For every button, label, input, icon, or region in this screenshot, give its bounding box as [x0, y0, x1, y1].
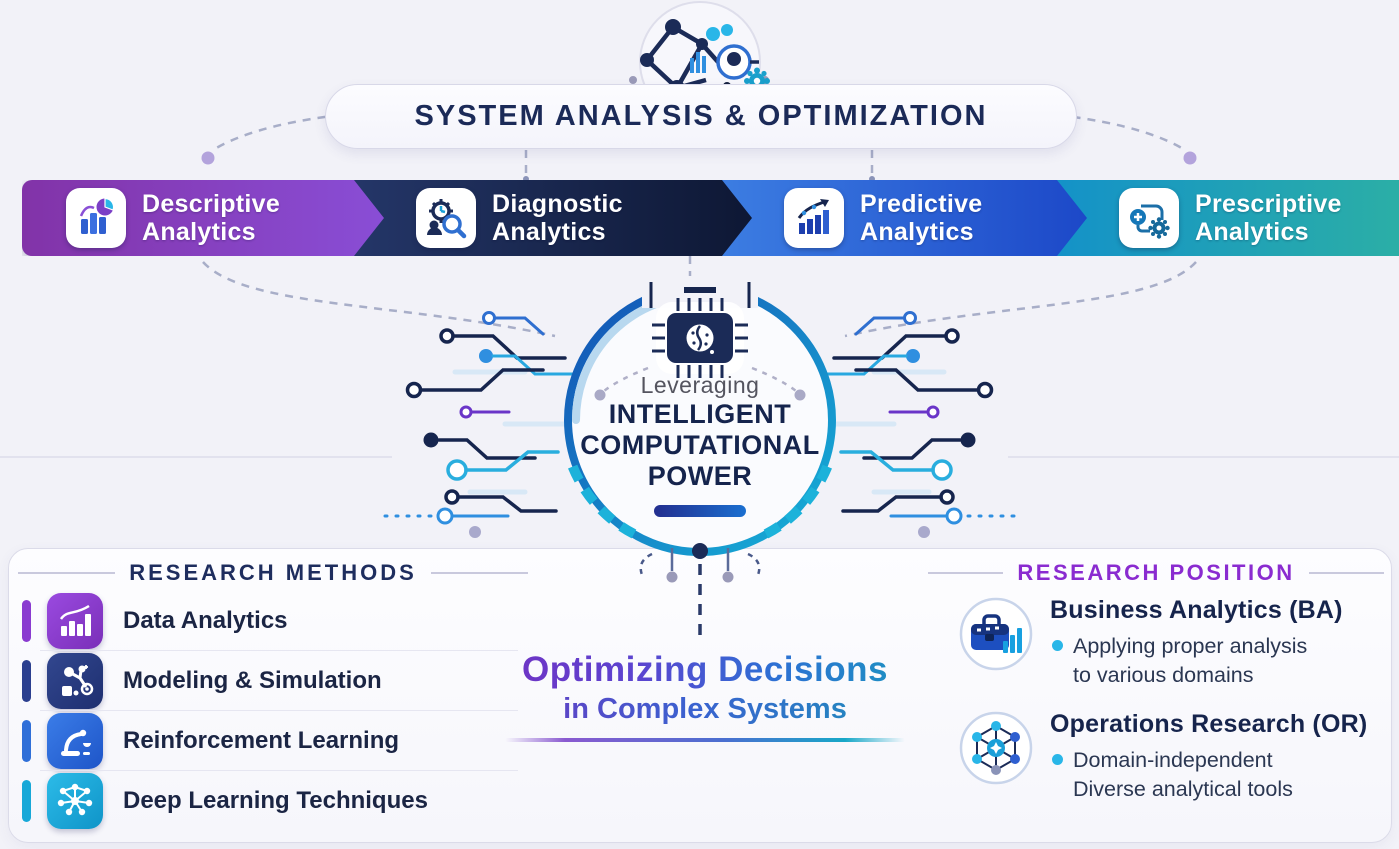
bar-pie-chart-icon	[66, 188, 126, 248]
core-line3: POWER	[647, 461, 753, 491]
stage-label: Predictive Analytics	[860, 190, 983, 246]
bar-chart-icon	[47, 593, 103, 649]
circuit-traces-right	[826, 313, 1014, 539]
stage-diagnostic-analytics: Diagnostic Analytics	[354, 180, 782, 256]
circuit-traces-left	[385, 313, 573, 539]
neural-network-icon	[47, 773, 103, 829]
method-separator	[40, 710, 518, 711]
connector-dot-left	[201, 151, 215, 165]
method-label: Data Analytics	[123, 607, 288, 634]
process-flow-icon	[1119, 188, 1179, 248]
bullet-dot	[1052, 640, 1063, 651]
connector-dot-right	[1183, 151, 1197, 165]
header-line	[928, 572, 1004, 574]
stage-label: Prescriptive Analytics	[1195, 190, 1342, 246]
research-position-title: RESEARCH POSITION	[1017, 560, 1295, 585]
method-label: Modeling & Simulation	[123, 667, 382, 694]
position-body: Operations Research (OR) Domain-independ…	[1050, 710, 1367, 804]
header-line	[1308, 572, 1385, 574]
position-bullet: Applying proper analysis to various doma…	[1050, 632, 1343, 690]
trend-chart-icon	[784, 188, 844, 248]
method-marker	[22, 600, 31, 642]
research-methods-title: RESEARCH METHODS	[129, 560, 417, 585]
briefcase-chart-icon	[959, 597, 1033, 671]
research-position-header: RESEARCH POSITION	[928, 560, 1385, 586]
method-reinforcement-learning: Reinforcement Learning	[22, 712, 522, 770]
method-marker	[22, 780, 31, 822]
core-statement: Leveraging INTELLIGENT COMPUTATIONAL POW…	[555, 372, 845, 517]
method-modeling-simulation: Modeling & Simulation	[22, 652, 522, 710]
method-separator	[40, 650, 518, 651]
title-banner: SYSTEM ANALYSIS & OPTIMIZATION	[325, 84, 1077, 149]
page-title: SYSTEM ANALYSIS & OPTIMIZATION	[414, 100, 988, 132]
method-label: Reinforcement Learning	[123, 727, 400, 754]
tagline-line2: in Complex Systems	[430, 693, 980, 726]
header-line	[18, 572, 116, 574]
brain-chip-icon	[652, 298, 748, 378]
method-data-analytics: Data Analytics	[22, 592, 522, 650]
stage-predictive-analytics: Predictive Analytics	[722, 180, 1117, 256]
tagline: Optimizing Decisions in Complex Systems	[430, 650, 980, 742]
position-operations-research: Operations Research (OR) Domain-independ…	[958, 710, 1367, 804]
bullet-text: Domain-independent Diverse analytical to…	[1073, 748, 1293, 801]
position-body: Business Analytics (BA) Applying proper …	[1050, 596, 1343, 690]
method-label: Deep Learning Techniques	[123, 787, 428, 814]
research-methods-header: RESEARCH METHODS	[18, 560, 529, 586]
gear-magnifier-icon	[416, 188, 476, 248]
bullet-text: Applying proper analysis to various doma…	[1073, 634, 1308, 687]
position-title: Business Analytics (BA)	[1050, 596, 1343, 624]
robot-model-icon	[47, 653, 103, 709]
method-deep-learning: Deep Learning Techniques	[22, 772, 522, 830]
bullet-dot	[1052, 754, 1063, 765]
core-accent-bar	[654, 505, 746, 517]
position-title: Operations Research (OR)	[1050, 710, 1368, 738]
method-separator	[40, 770, 518, 771]
method-marker	[22, 660, 31, 702]
stage-label: Descriptive Analytics	[142, 190, 281, 246]
stage-prescriptive-analytics: Prescriptive Analytics	[1057, 180, 1399, 256]
position-business-analytics: Business Analytics (BA) Applying proper …	[958, 596, 1343, 690]
core-line2: COMPUTATIONAL	[580, 430, 820, 460]
method-marker	[22, 720, 31, 762]
core-connectors	[202, 256, 1197, 338]
position-bullet: Domain-independent Diverse analytical to…	[1050, 746, 1367, 804]
robot-arm-icon	[47, 713, 103, 769]
stage-label: Diagnostic Analytics	[492, 190, 623, 246]
core-kicker: Leveraging	[640, 372, 760, 398]
tagline-line1: Optimizing Decisions	[430, 650, 980, 690]
tagline-underline	[505, 738, 905, 742]
core-line1: INTELLIGENT	[608, 399, 792, 429]
header-line	[430, 572, 529, 574]
stage-descriptive-analytics: Descriptive Analytics	[22, 180, 418, 256]
network-graph-icon	[959, 711, 1033, 785]
